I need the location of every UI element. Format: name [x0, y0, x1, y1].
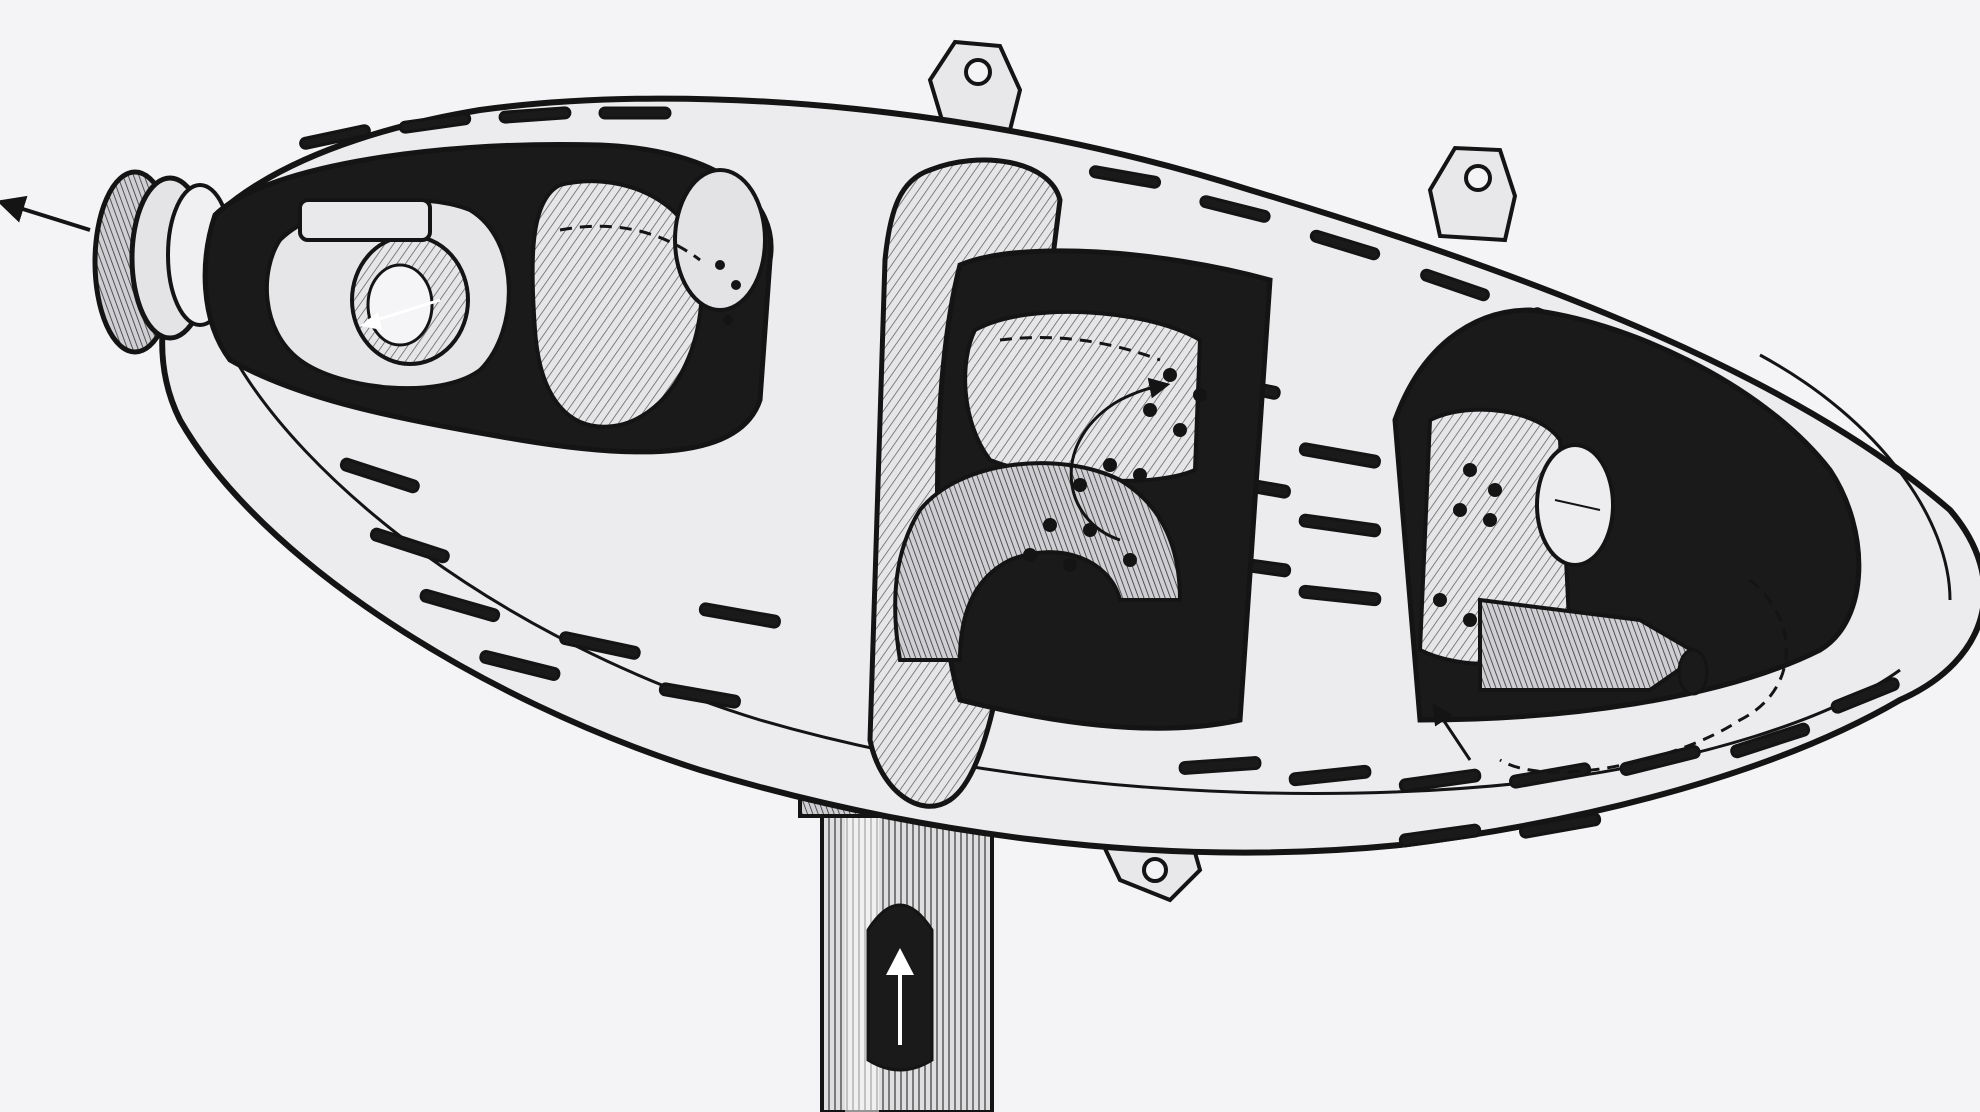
mounting-lug-top-right: [1427, 145, 1518, 243]
cutaway-rear-chamber: [1392, 307, 1952, 774]
arrow-up-icon: [886, 948, 914, 1045]
arrow-left-icon: [0, 195, 91, 232]
flow-arrow-inner-curve: [1069, 377, 1171, 542]
arrow-diagonal-icon: [360, 298, 441, 330]
cutaway-front-chamber: [202, 142, 774, 455]
cutaway-combustion-chamber: [893, 248, 1273, 731]
mounting-lug-top-left: [927, 39, 1023, 132]
flow-arrow-rear: [1432, 703, 1472, 761]
